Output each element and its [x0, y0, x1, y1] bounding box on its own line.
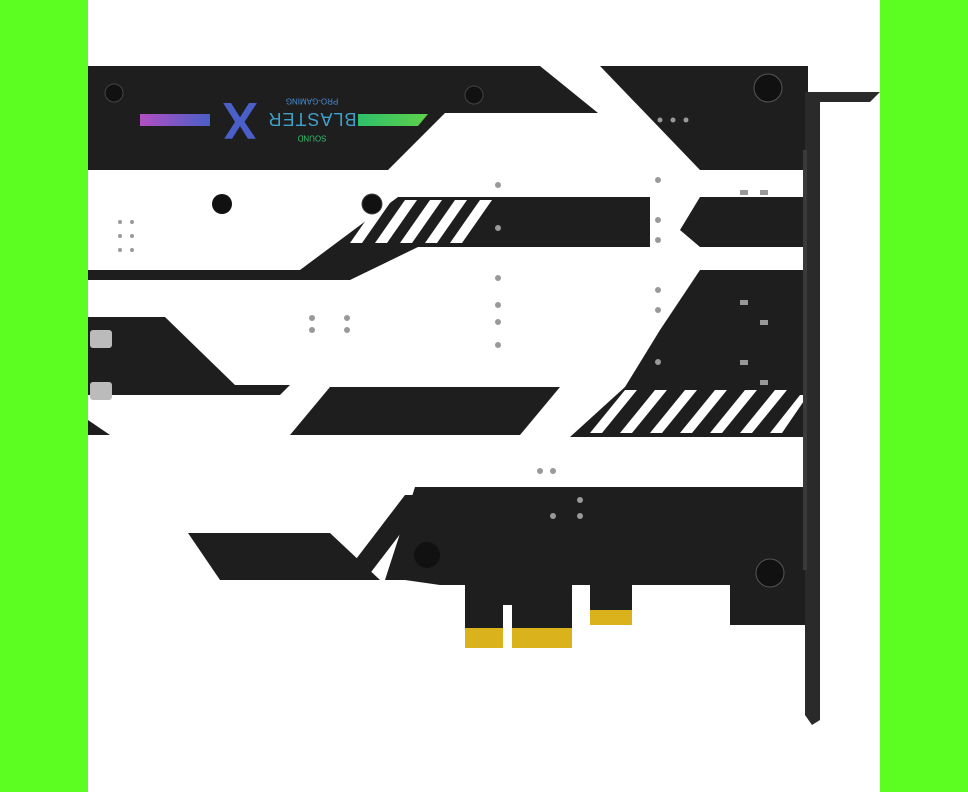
pcie-connector	[465, 585, 632, 648]
screws	[90, 73, 785, 588]
hatch-stripes	[350, 200, 808, 433]
logo-x-mark: X	[222, 91, 257, 149]
logo-line2: BLASTER	[267, 109, 356, 129]
left-green-border	[0, 0, 88, 792]
logo-line1: SOUND	[297, 134, 326, 143]
sound-blaster-x-logo: X PRO-GAMING BLASTER SOUND	[140, 91, 428, 149]
component-dots	[118, 117, 768, 519]
right-green-border	[880, 0, 968, 792]
pci-bracket	[803, 92, 880, 725]
logo-tagline: PRO-GAMING	[286, 97, 338, 106]
